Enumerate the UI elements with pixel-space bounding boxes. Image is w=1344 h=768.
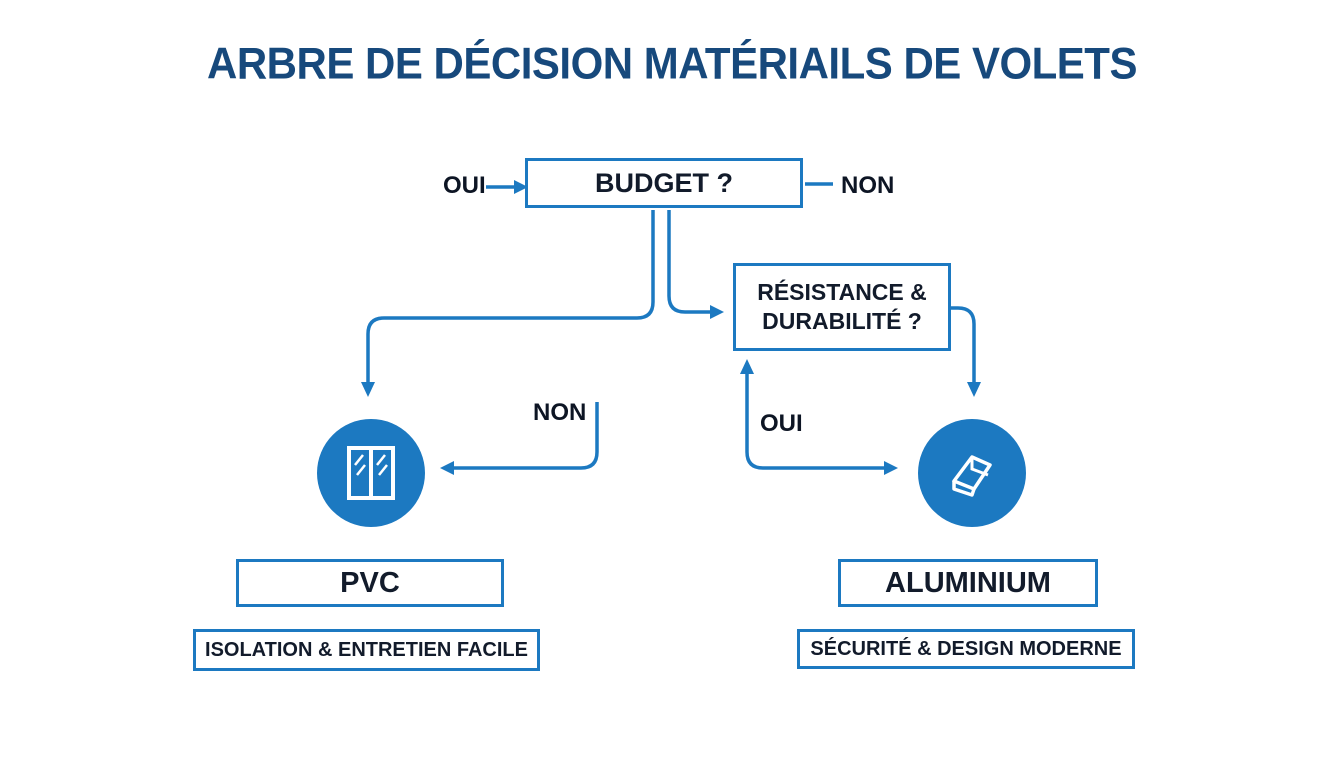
edge-budget-to-resistance bbox=[667, 210, 710, 314]
arrowhead-right-resistance bbox=[710, 305, 724, 319]
edge-budget-to-pvc bbox=[366, 210, 655, 382]
node-pvc-subtitle-label: ISOLATION & ENTRETIEN FACILE bbox=[205, 638, 528, 661]
pvc-icon-circle bbox=[317, 419, 425, 527]
node-resistance: RÉSISTANCE & DURABILITÉ ? bbox=[733, 263, 951, 351]
edge-label-non-mid: NON bbox=[533, 399, 587, 426]
page-title: ARBRE DE DÉCISION MATÉRIAILS DE VOLETS bbox=[207, 38, 1137, 89]
node-budget-label: BUDGET ? bbox=[595, 167, 733, 198]
arrowhead-up-resistance bbox=[740, 359, 754, 374]
node-pvc-label: PVC bbox=[340, 566, 400, 599]
aluminium-icon-circle bbox=[918, 419, 1026, 527]
node-aluminium: ALUMINIUM bbox=[838, 559, 1098, 607]
node-aluminium-label: ALUMINIUM bbox=[885, 566, 1051, 599]
arrowhead-down-pvc bbox=[361, 382, 375, 397]
node-pvc: PVC bbox=[236, 559, 504, 607]
edge-label-oui-budget: OUI bbox=[443, 172, 486, 199]
node-pvc-subtitle: ISOLATION & ENTRETIEN FACILE bbox=[193, 629, 540, 671]
aluminium-profile-icon bbox=[952, 455, 992, 497]
arrowhead-right-aluminium bbox=[884, 461, 898, 475]
node-aluminium-subtitle-label: SÉCURITÉ & DESIGN MODERNE bbox=[810, 637, 1122, 660]
node-resistance-label-line1: RÉSISTANCE & bbox=[757, 279, 927, 306]
edge-resistance-to-aluminium bbox=[951, 306, 976, 382]
arrowhead-down-aluminium bbox=[967, 382, 981, 397]
arrowhead-left-pvc bbox=[440, 461, 454, 475]
node-budget: BUDGET ? bbox=[525, 158, 803, 208]
window-shutter-icon bbox=[347, 446, 395, 500]
node-resistance-label-line2: DURABILITÉ ? bbox=[762, 308, 922, 334]
edge-oui-to-aluminium bbox=[745, 451, 884, 470]
edge-label-oui-mid: OUI bbox=[760, 410, 803, 437]
node-aluminium-subtitle: SÉCURITÉ & DESIGN MODERNE bbox=[797, 629, 1135, 669]
edge-label-non-budget: NON bbox=[841, 172, 895, 199]
